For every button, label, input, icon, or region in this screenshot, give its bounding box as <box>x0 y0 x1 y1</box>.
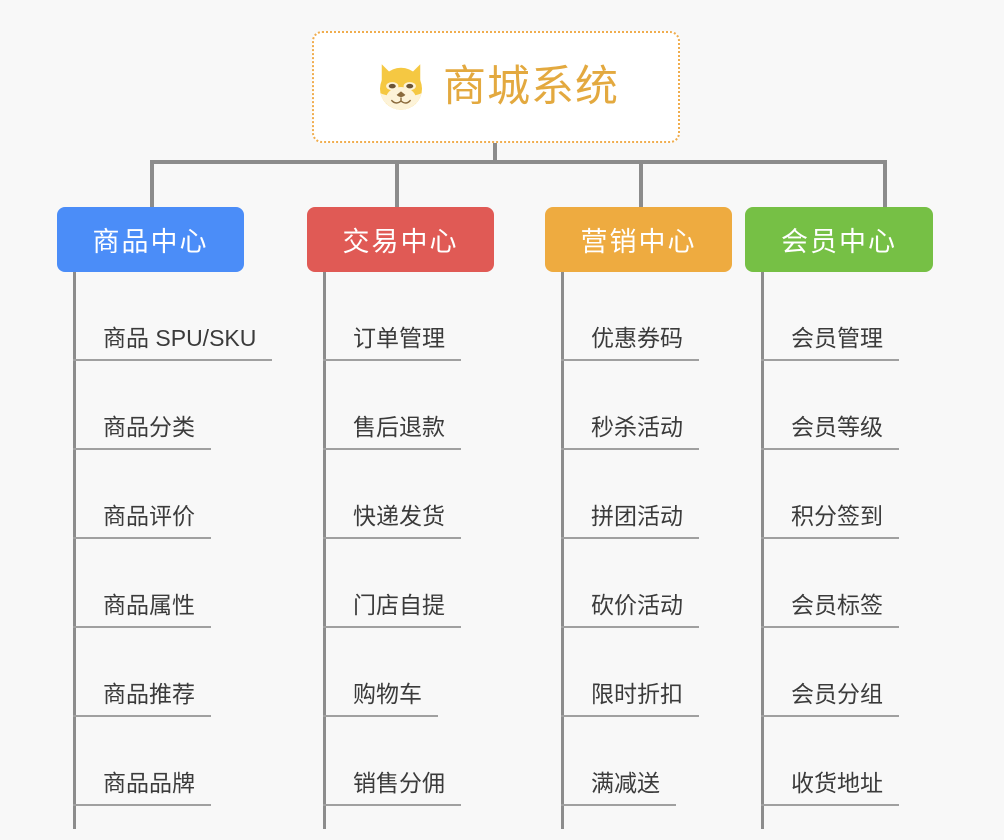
branch-header-label: 营销中心 <box>580 227 697 257</box>
list-item[interactable]: 商品品牌 <box>57 717 244 806</box>
leaf-label: 售后退款 <box>323 416 461 450</box>
list-item[interactable]: 订单管理 <box>307 272 494 361</box>
leaf-label: 门店自提 <box>323 594 461 628</box>
list-item[interactable]: 拼团活动 <box>545 450 732 539</box>
list-item[interactable]: 商品 SPU/SKU <box>57 272 273 361</box>
branch-spine <box>761 272 764 829</box>
branch-header-label: 商品中心 <box>92 227 209 257</box>
list-item[interactable]: 商品属性 <box>57 539 244 628</box>
branch-header-label: 交易中心 <box>342 227 459 257</box>
connector-drop-member-center <box>883 160 887 208</box>
list-item[interactable]: 购物车 <box>307 628 494 717</box>
connector-drop-product-center <box>150 160 154 208</box>
list-item[interactable]: 会员标签 <box>745 539 933 628</box>
branch-leaf-list: 会员管理 会员等级 积分签到 会员标签 会员分组 收货地址 <box>745 272 933 806</box>
leaf-label: 满减送 <box>561 772 676 806</box>
list-item[interactable]: 积分签到 <box>745 450 933 539</box>
leaf-label: 快递发货 <box>323 505 461 539</box>
list-item[interactable]: 砍价活动 <box>545 539 732 628</box>
shiba-dog-face-icon <box>380 64 422 110</box>
leaf-label: 积分签到 <box>761 505 899 539</box>
leaf-label: 秒杀活动 <box>561 416 699 450</box>
leaf-label: 订单管理 <box>323 327 461 361</box>
root-node[interactable]: 商城系统 <box>312 31 680 143</box>
branch-column-trade-center: 交易中心 订单管理 售后退款 快递发货 门店自提 购物车 销售分佣 <box>307 207 494 829</box>
list-item[interactable]: 收货地址 <box>745 717 933 806</box>
leaf-label: 商品 SPU/SKU <box>73 327 273 361</box>
list-item[interactable]: 会员管理 <box>745 272 933 361</box>
branch-leaf-list: 订单管理 售后退款 快递发货 门店自提 购物车 销售分佣 <box>307 272 494 806</box>
connector-root-stem <box>493 143 497 164</box>
list-item[interactable]: 限时折扣 <box>545 628 732 717</box>
branch-header-marketing-center[interactable]: 营销中心 <box>545 207 732 272</box>
list-item[interactable]: 售后退款 <box>307 361 494 450</box>
leaf-label: 砍价活动 <box>561 594 699 628</box>
leaf-label: 拼团活动 <box>561 505 699 539</box>
branch-header-label: 会员中心 <box>781 227 897 257</box>
leaf-label: 商品评价 <box>73 505 211 539</box>
list-item[interactable]: 商品分类 <box>57 361 244 450</box>
branch-header-product-center[interactable]: 商品中心 <box>57 207 244 272</box>
branch-spine <box>561 272 564 829</box>
branch-header-trade-center[interactable]: 交易中心 <box>307 207 494 272</box>
connector-horizontal-bus <box>150 160 885 164</box>
branch-column-member-center: 会员中心 会员管理 会员等级 积分签到 会员标签 会员分组 收货地址 <box>745 207 933 829</box>
leaf-label: 购物车 <box>323 683 438 717</box>
list-item[interactable]: 商品推荐 <box>57 628 244 717</box>
leaf-label: 商品分类 <box>73 416 211 450</box>
branch-spine <box>73 272 76 829</box>
list-item[interactable]: 优惠券码 <box>545 272 732 361</box>
leaf-label: 商品推荐 <box>73 683 211 717</box>
connector-drop-marketing-center <box>639 160 643 208</box>
branch-header-member-center[interactable]: 会员中心 <box>745 207 933 272</box>
list-item[interactable]: 商品评价 <box>57 450 244 539</box>
leaf-label: 限时折扣 <box>561 683 699 717</box>
list-item[interactable]: 会员分组 <box>745 628 933 717</box>
list-item[interactable]: 秒杀活动 <box>545 361 732 450</box>
leaf-label: 优惠券码 <box>561 327 699 361</box>
leaf-label: 会员等级 <box>761 416 899 450</box>
branch-column-marketing-center: 营销中心 优惠券码 秒杀活动 拼团活动 砍价活动 限时折扣 满减送 <box>545 207 732 829</box>
list-item[interactable]: 快递发货 <box>307 450 494 539</box>
leaf-label: 商品属性 <box>73 594 211 628</box>
list-item[interactable]: 满减送 <box>545 717 732 806</box>
branch-leaf-list: 商品 SPU/SKU 商品分类 商品评价 商品属性 商品推荐 商品品牌 <box>57 272 273 806</box>
branch-leaf-list: 优惠券码 秒杀活动 拼团活动 砍价活动 限时折扣 满减送 <box>545 272 732 806</box>
leaf-label: 销售分佣 <box>323 772 461 806</box>
root-title: 商城系统 <box>443 62 619 111</box>
branch-spine <box>323 272 326 829</box>
connector-drop-trade-center <box>395 160 399 208</box>
leaf-label: 商品品牌 <box>73 772 211 806</box>
leaf-label: 收货地址 <box>761 772 899 806</box>
branch-column-product-center: 商品中心 商品 SPU/SKU 商品分类 商品评价 商品属性 商品推荐 商品品牌 <box>57 207 273 829</box>
list-item[interactable]: 会员等级 <box>745 361 933 450</box>
list-item[interactable]: 门店自提 <box>307 539 494 628</box>
leaf-label: 会员管理 <box>761 327 899 361</box>
list-item[interactable]: 销售分佣 <box>307 717 494 806</box>
leaf-label: 会员标签 <box>761 594 899 628</box>
leaf-label: 会员分组 <box>761 683 899 717</box>
